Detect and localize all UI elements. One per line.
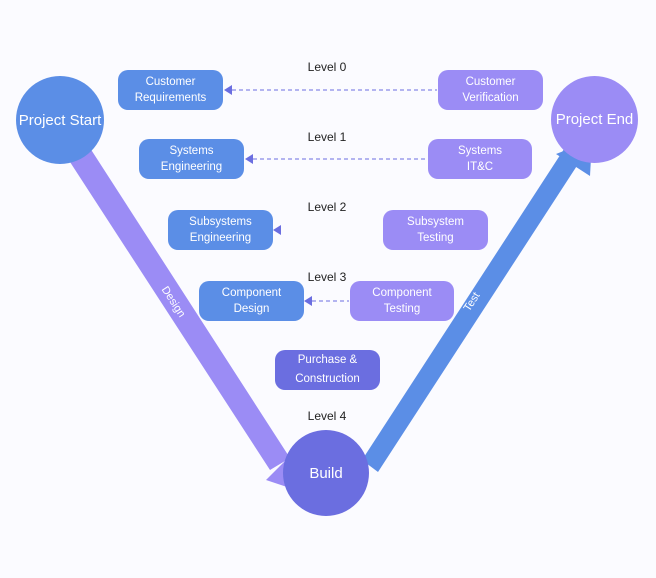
connector-level-2: [273, 225, 281, 235]
component-testing-box: Component Testing: [350, 281, 454, 321]
level-1-label: Level 1: [307, 130, 347, 144]
customer-requirements-box: Customer Requirements: [118, 70, 223, 110]
component-design-box: Component Design: [199, 281, 304, 321]
systems-itc-box: Systems IT&C: [428, 139, 532, 179]
project-start-node: Project Start: [16, 76, 104, 164]
level-4-label: Level 4: [307, 409, 347, 423]
level-3-label: Level 3: [307, 270, 347, 284]
connector-level-3: [304, 296, 349, 306]
level-2-label: Level 2: [307, 200, 347, 214]
customer-verification-box: Customer Verification: [438, 70, 543, 110]
subsystems-engineering-box: Subsystems Engineering: [168, 210, 273, 250]
systems-engineering-box: Systems Engineering: [139, 139, 244, 179]
subsystem-testing-box: Subsystem Testing: [383, 210, 488, 250]
project-end-node: Project End: [551, 76, 638, 163]
build-node: Build: [283, 430, 369, 516]
connector-level-1: [245, 154, 427, 164]
connector-level-0: [224, 85, 437, 95]
purchase-construction-box: Purchase & Construction: [275, 350, 380, 390]
level-0-label: Level 0: [307, 60, 347, 74]
